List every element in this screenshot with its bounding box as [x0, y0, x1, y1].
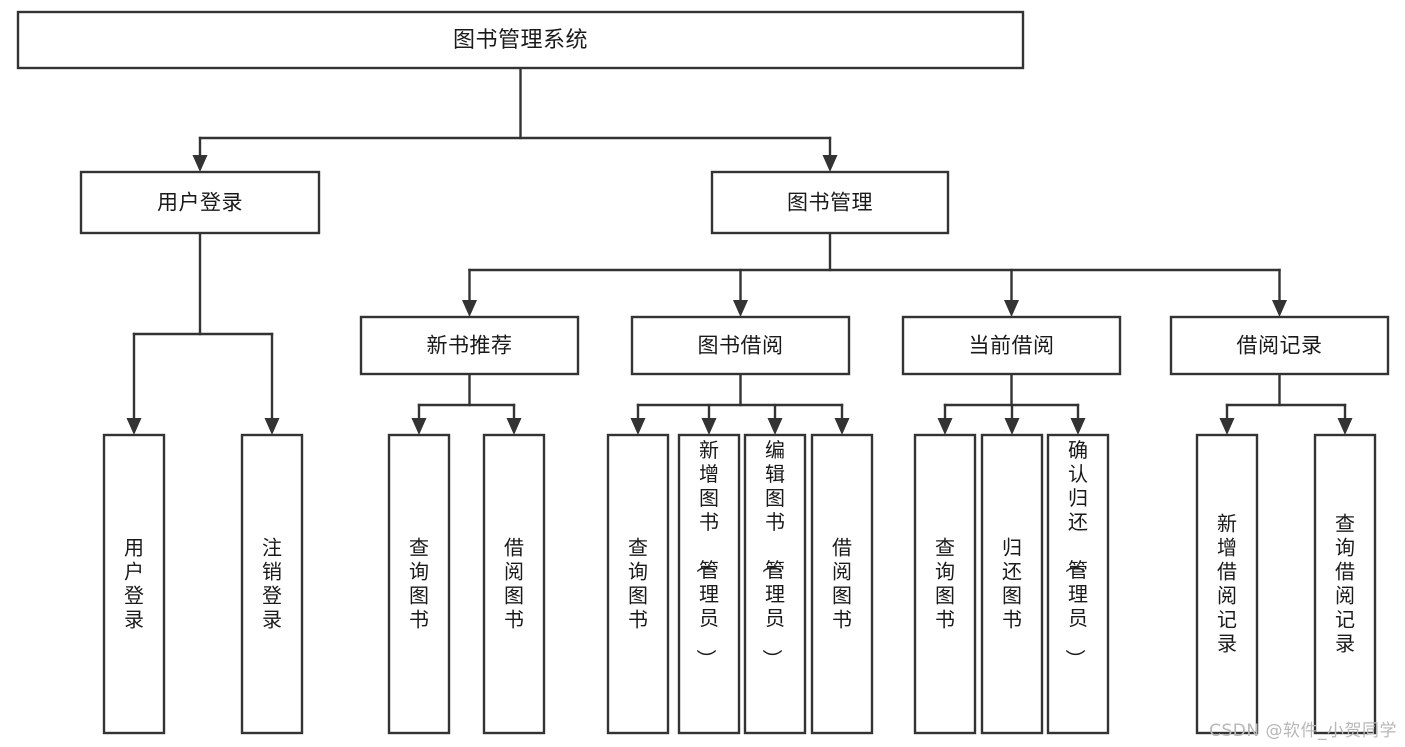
arrowhead-current-borrow-leaf-2: [1004, 418, 1020, 435]
node-leaf-add-book-label: 新增图书（管理员）: [694, 438, 719, 669]
arrowhead-borrow-record-leaf-1: [1219, 418, 1235, 435]
node-leaf-add-record-rect: [1195, 433, 1259, 735]
node-leaf-add-record-label: 新增借阅记录: [1217, 512, 1237, 656]
node-book-borrow-label: 图书借阅: [698, 334, 784, 358]
node-leaf-confirm-return-label: 确认归还（管理员）: [1063, 438, 1088, 669]
node-user-login[interactable]: 用户登录: [79, 170, 321, 235]
arrowhead-book-borrow-leaf-2: [701, 418, 717, 435]
node-user-login-label: 用户登录: [157, 191, 243, 215]
node-leaf-user-login-rect: [102, 433, 166, 735]
node-book-borrow-rect: [630, 315, 851, 376]
csdn-watermark: CSDN @软件_小贺同学: [1209, 721, 1397, 741]
node-leaf-return-book[interactable]: 归还图书: [980, 433, 1044, 735]
arrowhead-current-borrow-leaf-3: [1070, 418, 1086, 435]
node-leaf-query-book-3-rect: [913, 433, 977, 735]
node-leaf-query-record[interactable]: 查询借阅记录: [1313, 433, 1377, 735]
node-book-borrow[interactable]: 图书借阅: [630, 315, 851, 376]
arrowhead-current-borrow-leaf-1: [937, 418, 953, 435]
node-leaf-add-record[interactable]: 新增借阅记录: [1195, 433, 1259, 735]
arrowhead-new-book-recommend-leaf-1: [411, 418, 427, 435]
node-leaf-add-book-rect: [677, 433, 741, 735]
node-leaf-query-book-2[interactable]: 查询图书: [606, 433, 670, 735]
node-leaf-confirm-return[interactable]: 确认归还（管理员）: [1046, 433, 1110, 735]
arrowhead-bookmanage-child-2: [733, 300, 748, 317]
node-root-system-label: 图书管理系统: [453, 28, 588, 53]
node-user-login-rect: [79, 170, 321, 235]
node-leaf-query-record-label: 查询借阅记录: [1335, 512, 1355, 656]
arrowhead-new-book-recommend-leaf-2: [506, 418, 522, 435]
node-borrow-record[interactable]: 借阅记录: [1169, 315, 1390, 376]
nodes-layer: 图书管理系统用户登录图书管理新书推荐图书借阅当前借阅借阅记录用户登录注销登录查询…: [16, 10, 1390, 735]
arrowhead-book-borrow-leaf-3: [767, 418, 783, 435]
node-leaf-borrow-book-2[interactable]: 借阅图书: [810, 433, 874, 735]
node-borrow-record-rect: [1169, 315, 1390, 376]
node-leaf-user-logout[interactable]: 注销登录: [240, 433, 304, 735]
node-leaf-query-book-1[interactable]: 查询图书: [387, 433, 451, 735]
node-new-book-recommend[interactable]: 新书推荐: [359, 315, 580, 376]
node-leaf-query-book-1-label: 查询图书: [409, 536, 429, 632]
node-current-borrow-label: 当前借阅: [969, 334, 1055, 358]
node-leaf-query-record-rect: [1313, 433, 1377, 735]
node-leaf-query-book-2-label: 查询图书: [628, 536, 648, 632]
node-leaf-user-login[interactable]: 用户登录: [102, 433, 166, 735]
node-leaf-borrow-book-1-rect: [482, 433, 546, 735]
arrowhead-book-borrow-leaf-4: [834, 418, 850, 435]
node-borrow-record-label: 借阅记录: [1237, 334, 1323, 358]
node-book-manage-rect: [710, 170, 950, 235]
node-current-borrow[interactable]: 当前借阅: [901, 315, 1122, 376]
arrowhead-user-login-leaf-2: [264, 418, 280, 435]
arrowhead-bookmanage-child-4: [1272, 300, 1287, 317]
node-leaf-add-book[interactable]: 新增图书（管理员）: [677, 433, 741, 735]
node-leaf-edit-book-label: 编辑图书（管理员）: [760, 438, 785, 669]
node-leaf-return-book-rect: [980, 433, 1044, 735]
node-leaf-user-logout-rect: [240, 433, 304, 735]
arrowhead-root-child-2: [822, 155, 838, 172]
arrowhead-borrow-record-leaf-2: [1337, 418, 1353, 435]
node-leaf-query-book-3[interactable]: 查询图书: [913, 433, 977, 735]
node-root-system[interactable]: 图书管理系统: [16, 10, 1025, 70]
node-book-manage-label: 图书管理: [787, 191, 873, 215]
node-leaf-query-book-1-rect: [387, 433, 451, 735]
node-leaf-user-logout-label: 注销登录: [262, 536, 282, 632]
node-new-book-recommend-label: 新书推荐: [427, 334, 513, 358]
arrowhead-bookmanage-child-1: [462, 300, 477, 317]
node-leaf-user-login-label: 用户登录: [124, 536, 144, 632]
node-book-manage[interactable]: 图书管理: [710, 170, 950, 235]
node-leaf-borrow-book-2-label: 借阅图书: [832, 536, 852, 632]
node-leaf-borrow-book-2-rect: [810, 433, 874, 735]
arrowhead-book-borrow-leaf-1: [630, 418, 646, 435]
node-leaf-confirm-return-rect: [1046, 433, 1110, 735]
node-leaf-edit-book-rect: [743, 433, 807, 735]
arrowhead-root-child-1: [192, 155, 208, 172]
node-leaf-edit-book[interactable]: 编辑图书（管理员）: [743, 433, 807, 735]
arrowhead-bookmanage-child-3: [1004, 300, 1019, 317]
node-root-system-rect: [16, 10, 1025, 70]
node-leaf-borrow-book-1-label: 借阅图书: [504, 536, 524, 632]
node-leaf-query-book-2-rect: [606, 433, 670, 735]
node-leaf-borrow-book-1[interactable]: 借阅图书: [482, 433, 546, 735]
connectors-layer: [126, 66, 1353, 435]
node-leaf-query-book-3-label: 查询图书: [935, 536, 955, 632]
node-current-borrow-rect: [901, 315, 1122, 376]
node-new-book-recommend-rect: [359, 315, 580, 376]
node-leaf-return-book-label: 归还图书: [1002, 536, 1022, 632]
arrowhead-user-login-leaf-1: [126, 418, 142, 435]
